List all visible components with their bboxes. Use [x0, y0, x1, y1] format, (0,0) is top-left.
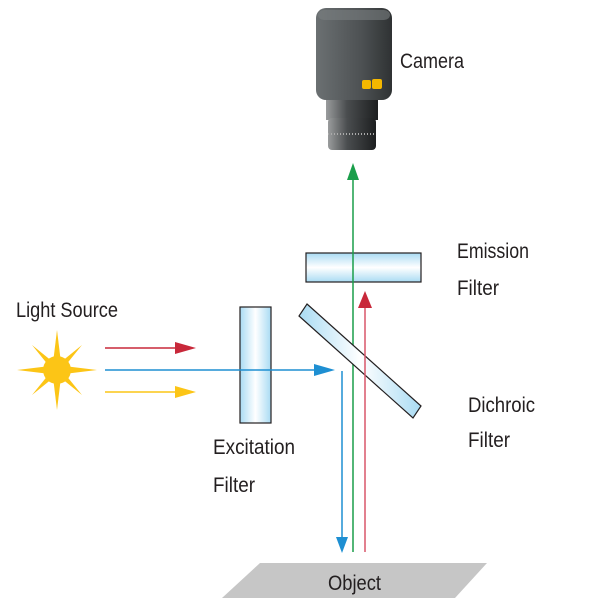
emission-filter: [305, 252, 422, 283]
excitation-filter-label-line2: Filter: [213, 474, 255, 497]
excitation-filter: [239, 306, 272, 424]
camera-label: Camera: [400, 50, 464, 73]
dichroic-filter: [298, 303, 422, 419]
camera-logo: [362, 79, 382, 89]
dichroic-filter-label-line2: Filter: [468, 429, 510, 452]
emission-filter-label-line2: Filter: [457, 277, 499, 300]
camera-icon: [316, 8, 392, 150]
red-light-beam: [105, 342, 196, 354]
blue-light-beam: [105, 364, 335, 376]
yellow-light-beam: [105, 386, 196, 398]
dichroic-filter-label-line1: Dichroic: [468, 394, 535, 417]
red-emission-beam: [358, 291, 372, 552]
object-stage: [222, 563, 487, 598]
excitation-filter-label-line1: Excitation: [213, 436, 295, 459]
light-source-label: Light Source: [16, 299, 118, 322]
sun-icon: [17, 330, 97, 410]
blue-excitation-beam-down: [336, 371, 348, 553]
object-label: Object: [328, 572, 381, 595]
emission-filter-label-line1: Emission: [457, 240, 529, 263]
